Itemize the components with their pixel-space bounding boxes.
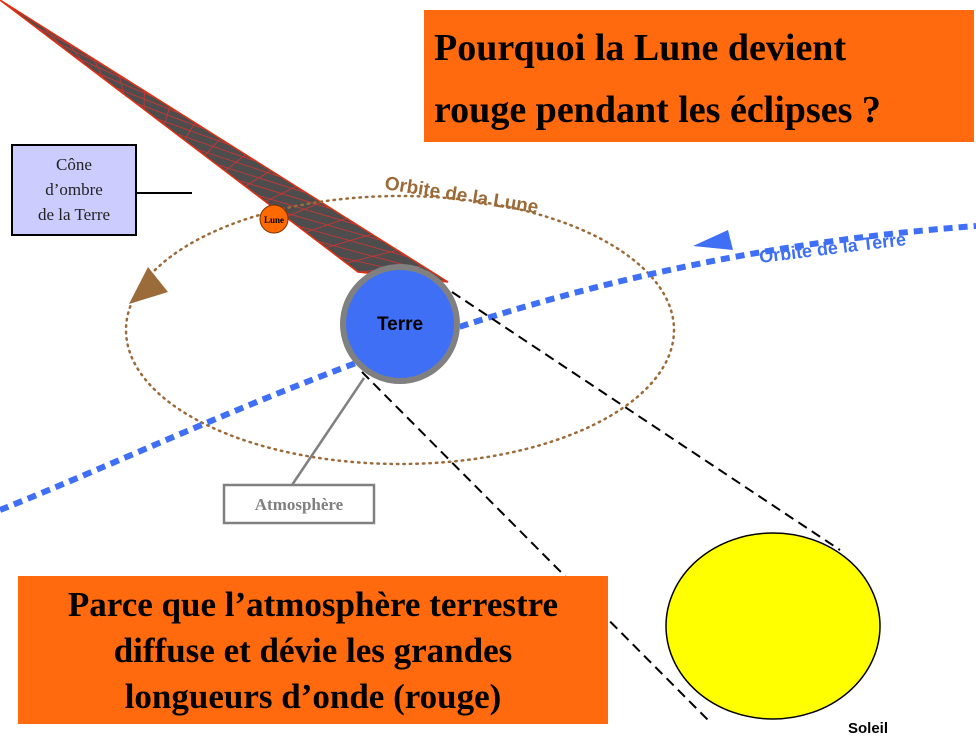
earth-orbit-arrow-icon xyxy=(693,230,733,250)
moon xyxy=(259,204,289,234)
answer-line1: Parce que l’atmosphère terrestre xyxy=(68,585,558,624)
cone-label-line1: Cône xyxy=(56,155,92,174)
earth xyxy=(340,264,460,384)
cone-label-box xyxy=(11,144,137,236)
answer-box xyxy=(18,576,608,724)
answer-line2: diffuse et dévie les grandes xyxy=(114,631,513,670)
cone-ray xyxy=(54,41,105,67)
cone-ray xyxy=(95,71,156,98)
question-box xyxy=(424,10,974,142)
moon-orbit xyxy=(124,194,676,466)
sun xyxy=(665,532,881,720)
question-line2: rouge pendant les éclipses ? xyxy=(434,89,881,131)
moon-orbit-label: Orbite de la Lune xyxy=(383,173,540,218)
sun-label: Soleil xyxy=(848,720,888,737)
cone-ray xyxy=(74,56,130,83)
atmosphere-label: Atmosphère xyxy=(255,495,344,514)
answer-line3: longueurs d’onde (rouge) xyxy=(125,677,502,716)
atmosphere-label-leader xyxy=(290,377,366,486)
moon-label: Lune xyxy=(264,215,284,225)
cone-label-line2: d’ombre xyxy=(45,180,103,199)
sun-earth-tangent-lower xyxy=(361,371,709,721)
atmosphere-label-box xyxy=(222,483,376,525)
moon-orbit-arrow-icon xyxy=(129,267,168,304)
sun-earth-tangent-upper xyxy=(451,291,841,551)
earth-shadow-cone xyxy=(0,0,449,283)
earth-label: Terre xyxy=(377,314,423,335)
cone-label-line3: de la Terre xyxy=(38,205,110,224)
question-line1: Pourquoi la Lune devient xyxy=(434,27,846,69)
earth-orbit-label: Orbite de la Terre xyxy=(758,229,907,267)
cone-ray xyxy=(277,210,383,242)
cone-ray xyxy=(34,25,80,51)
cone-ray xyxy=(297,225,409,258)
earth-orbit xyxy=(0,223,976,513)
